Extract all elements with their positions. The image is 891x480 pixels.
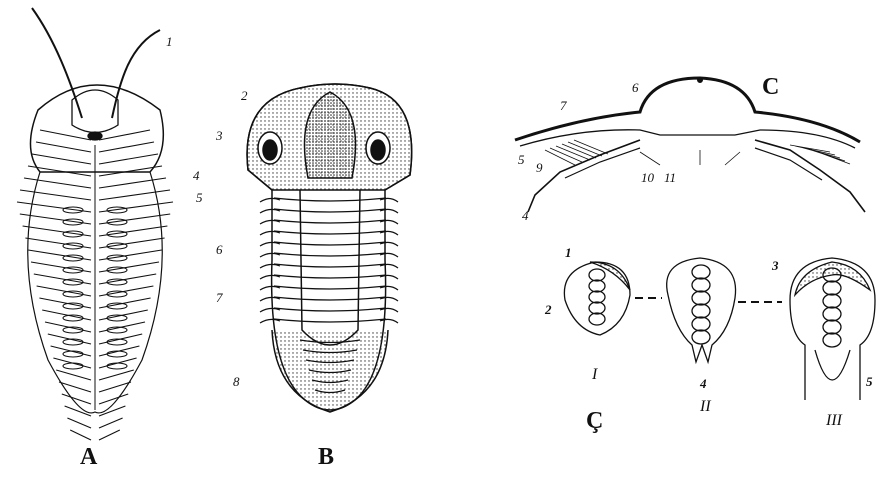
- panel-label-a: A: [80, 444, 97, 471]
- d-callout-1: 1: [565, 245, 572, 261]
- d-callout-2: 2: [545, 302, 552, 318]
- panel-d-drawing: [564, 258, 875, 400]
- c-callout-11: 11: [664, 170, 676, 186]
- b-callout-8: 8: [233, 374, 240, 390]
- c-callout-5: 5: [518, 152, 525, 168]
- panel-label-d: Ç: [586, 408, 603, 435]
- panel-a-drawing: [28, 8, 164, 413]
- d-callout-5: 5: [866, 374, 873, 390]
- c-callout-4: 4: [522, 208, 529, 224]
- d-stage-iii: III: [826, 412, 842, 430]
- a-callout-4: 4: [193, 168, 200, 184]
- panel-c-drawing: [515, 78, 865, 213]
- c-callout-10: 10: [641, 170, 654, 186]
- b-callout-6: 6: [216, 242, 223, 258]
- d-stage-i: I: [592, 366, 597, 384]
- b-callout-7: 7: [216, 290, 223, 306]
- panel-label-b: B: [318, 444, 334, 471]
- b-callout-2: 2: [241, 88, 248, 104]
- d-callout-4: 4: [700, 376, 707, 392]
- c-callout-6: 6: [632, 80, 639, 96]
- d-stage-ii: II: [700, 398, 711, 416]
- d-callout-3: 3: [772, 258, 779, 274]
- panel-label-c: C: [762, 74, 779, 101]
- a-callout-1: 1: [166, 34, 173, 50]
- c-callout-9: 9: [536, 160, 543, 176]
- b-callout-3: 3: [216, 128, 223, 144]
- a-callout-5: 5: [196, 190, 203, 206]
- c-callout-7: 7: [560, 98, 567, 114]
